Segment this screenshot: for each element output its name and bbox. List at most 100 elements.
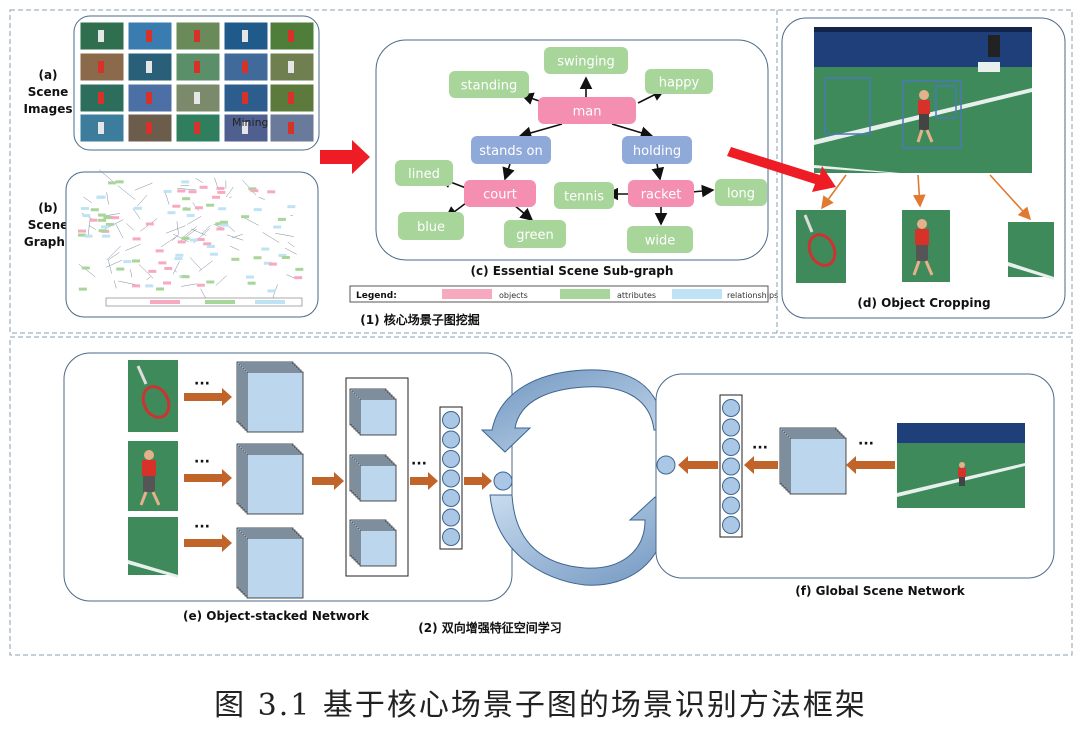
mini-node	[132, 259, 141, 263]
graph-node-green: green	[504, 220, 566, 248]
thumbnail-figure	[194, 61, 200, 73]
mini-node	[156, 287, 165, 291]
legend-title: Legend:	[356, 291, 397, 301]
mini-edge	[177, 188, 196, 191]
thumbnail-figure	[146, 61, 152, 73]
mini-node	[78, 287, 87, 291]
mini-edge	[126, 223, 135, 231]
mini-node	[189, 238, 198, 242]
mini-node	[181, 180, 190, 184]
mini-node	[177, 189, 186, 193]
stacked-mini-features	[349, 388, 397, 567]
mining-overlay-text: Mining	[232, 116, 269, 129]
svg-text:blue: blue	[417, 220, 445, 235]
neuron	[442, 508, 460, 527]
legend-relationships: relationships	[727, 291, 778, 300]
player-crop	[902, 210, 950, 282]
court-crop	[1008, 222, 1054, 280]
mini-node	[261, 247, 270, 251]
mini-edge	[181, 226, 197, 239]
mini-node	[196, 237, 205, 241]
mini-node	[132, 237, 141, 241]
global-ellipses: ··· ···	[752, 436, 874, 456]
mini-node	[78, 233, 87, 237]
mini-node	[177, 240, 186, 244]
svg-text:standing: standing	[461, 79, 517, 94]
graph-node-court: court	[464, 180, 536, 207]
mini-edge	[176, 221, 179, 234]
arrow-fc-to-output	[678, 456, 718, 474]
neuron	[442, 411, 460, 429]
mini-node	[218, 207, 227, 211]
mini-node	[206, 203, 215, 207]
mini-edge	[107, 259, 112, 274]
svg-text:court: court	[483, 188, 517, 203]
mini-node	[216, 186, 225, 190]
svg-text:Images: Images	[24, 102, 73, 116]
mini-node	[81, 266, 90, 270]
mini-edge	[262, 232, 280, 243]
global-scene-caption: (f) Global Scene Network	[795, 584, 965, 598]
mini-node	[132, 284, 141, 288]
object-output-node	[493, 471, 513, 491]
mini-node	[250, 189, 259, 193]
thumbnail-figure	[242, 30, 248, 42]
mini-edge	[78, 263, 96, 278]
mini-node	[215, 222, 224, 226]
mini-node	[181, 275, 190, 279]
mini-node	[145, 284, 154, 288]
svg-text:man: man	[573, 105, 602, 120]
stage2-title: (2) 双向增强特征空间学习	[418, 620, 562, 635]
mini-legend-swatch	[150, 300, 180, 304]
neuron	[722, 496, 740, 515]
object-fc-neurons	[442, 411, 460, 546]
mini-legend	[105, 297, 303, 307]
scene-images-label: (a) Scene Images	[24, 68, 73, 116]
mini-node	[217, 190, 226, 194]
mini-edge	[106, 245, 121, 261]
graph-node-standing: standing	[449, 71, 529, 98]
global-feature-stack	[779, 427, 847, 495]
thumbnail-figure	[98, 122, 104, 134]
mini-node	[273, 225, 282, 229]
thumbnail-figure	[288, 61, 294, 73]
svg-text:···: ···	[194, 376, 210, 392]
thumbnail-figure	[146, 30, 152, 42]
thumbnail-figure	[98, 30, 104, 42]
mini-node	[158, 261, 167, 265]
stage1-frame	[9, 9, 1073, 334]
mini-edge	[160, 235, 178, 248]
mini-edge	[88, 225, 97, 230]
feature-stack-player	[236, 443, 304, 515]
feature-stack-racket	[236, 361, 304, 433]
mini-node	[181, 236, 190, 240]
svg-text:long: long	[727, 187, 755, 202]
mini-node	[245, 275, 254, 279]
mini-node	[116, 267, 125, 271]
graph-node-happy: happy	[645, 69, 713, 94]
mini-edge	[130, 269, 132, 278]
mini-node	[115, 180, 124, 184]
mini-edge	[226, 186, 234, 198]
mini-edge	[231, 233, 243, 239]
neuron	[722, 516, 740, 534]
mini-node	[278, 253, 287, 257]
mini-node	[98, 218, 107, 222]
legend-attributes: attributes	[617, 291, 656, 300]
mini-edge	[113, 280, 117, 289]
mini-edge	[132, 208, 141, 219]
mini-edge	[172, 233, 189, 242]
svg-text:racket: racket	[641, 188, 682, 203]
mini-node	[182, 207, 191, 211]
svg-text:···: ···	[194, 454, 210, 470]
scene-image-grid	[79, 21, 315, 143]
thumbnail-figure	[288, 92, 294, 104]
svg-text:(b): (b)	[38, 201, 58, 215]
mini-edge	[287, 241, 295, 248]
mini-node	[172, 204, 181, 208]
mini-node	[188, 190, 197, 194]
mining-arrow	[320, 140, 370, 174]
mini-node	[294, 276, 303, 280]
arrow-concat-to-fc	[410, 472, 438, 490]
